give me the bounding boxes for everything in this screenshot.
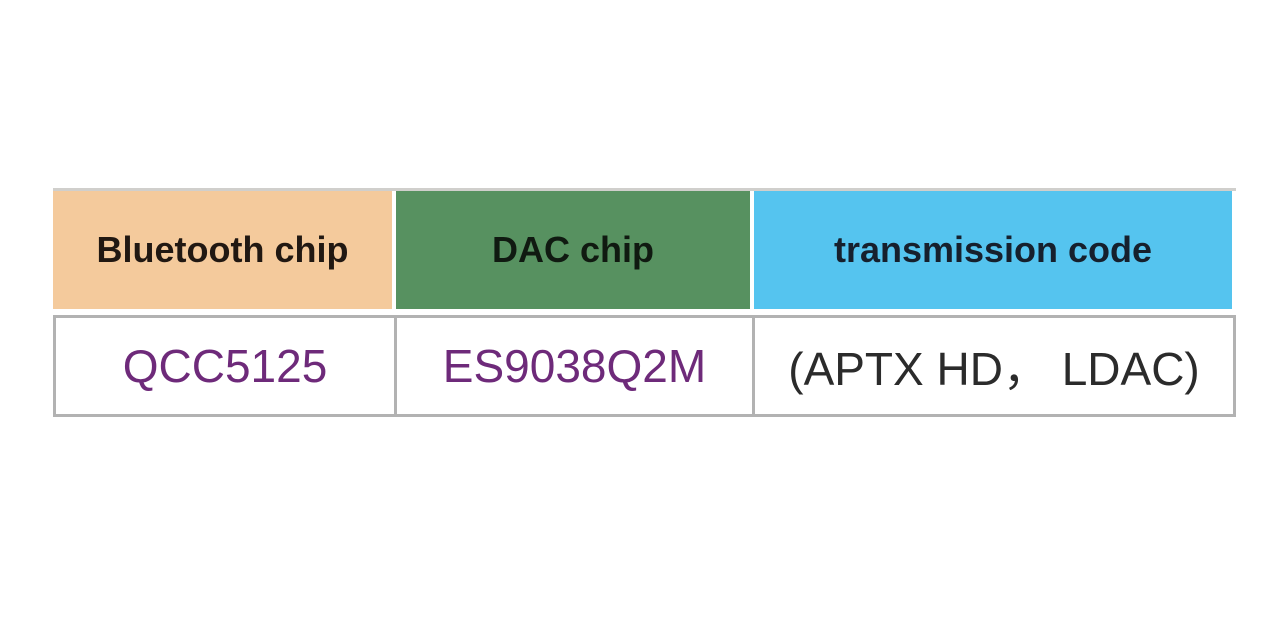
header-cell-dac-chip: DAC chip [396,191,750,309]
header-cell-transmission-code: transmission code [754,191,1232,309]
value-cell-dac-chip: ES9038Q2M [397,318,755,414]
table-header-row: Bluetooth chip DAC chip transmission cod… [53,188,1236,309]
table-value-row: QCC5125 ES9038Q2M (APTX HD， LDAC) [53,315,1236,417]
header-cell-bluetooth-chip: Bluetooth chip [53,191,392,309]
value-cell-bluetooth-chip: QCC5125 [56,318,397,414]
chip-spec-table: Bluetooth chip DAC chip transmission cod… [53,188,1236,417]
value-cell-transmission-code: (APTX HD， LDAC) [755,318,1233,414]
